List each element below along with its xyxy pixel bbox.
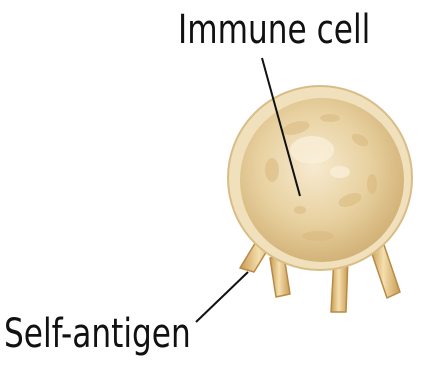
immune-cell-label: Immune cell xyxy=(178,10,370,50)
self-antigen-leader-line xyxy=(196,272,248,322)
self-antigen-label: Self-antigen xyxy=(4,314,191,354)
immune-cell xyxy=(228,86,412,270)
